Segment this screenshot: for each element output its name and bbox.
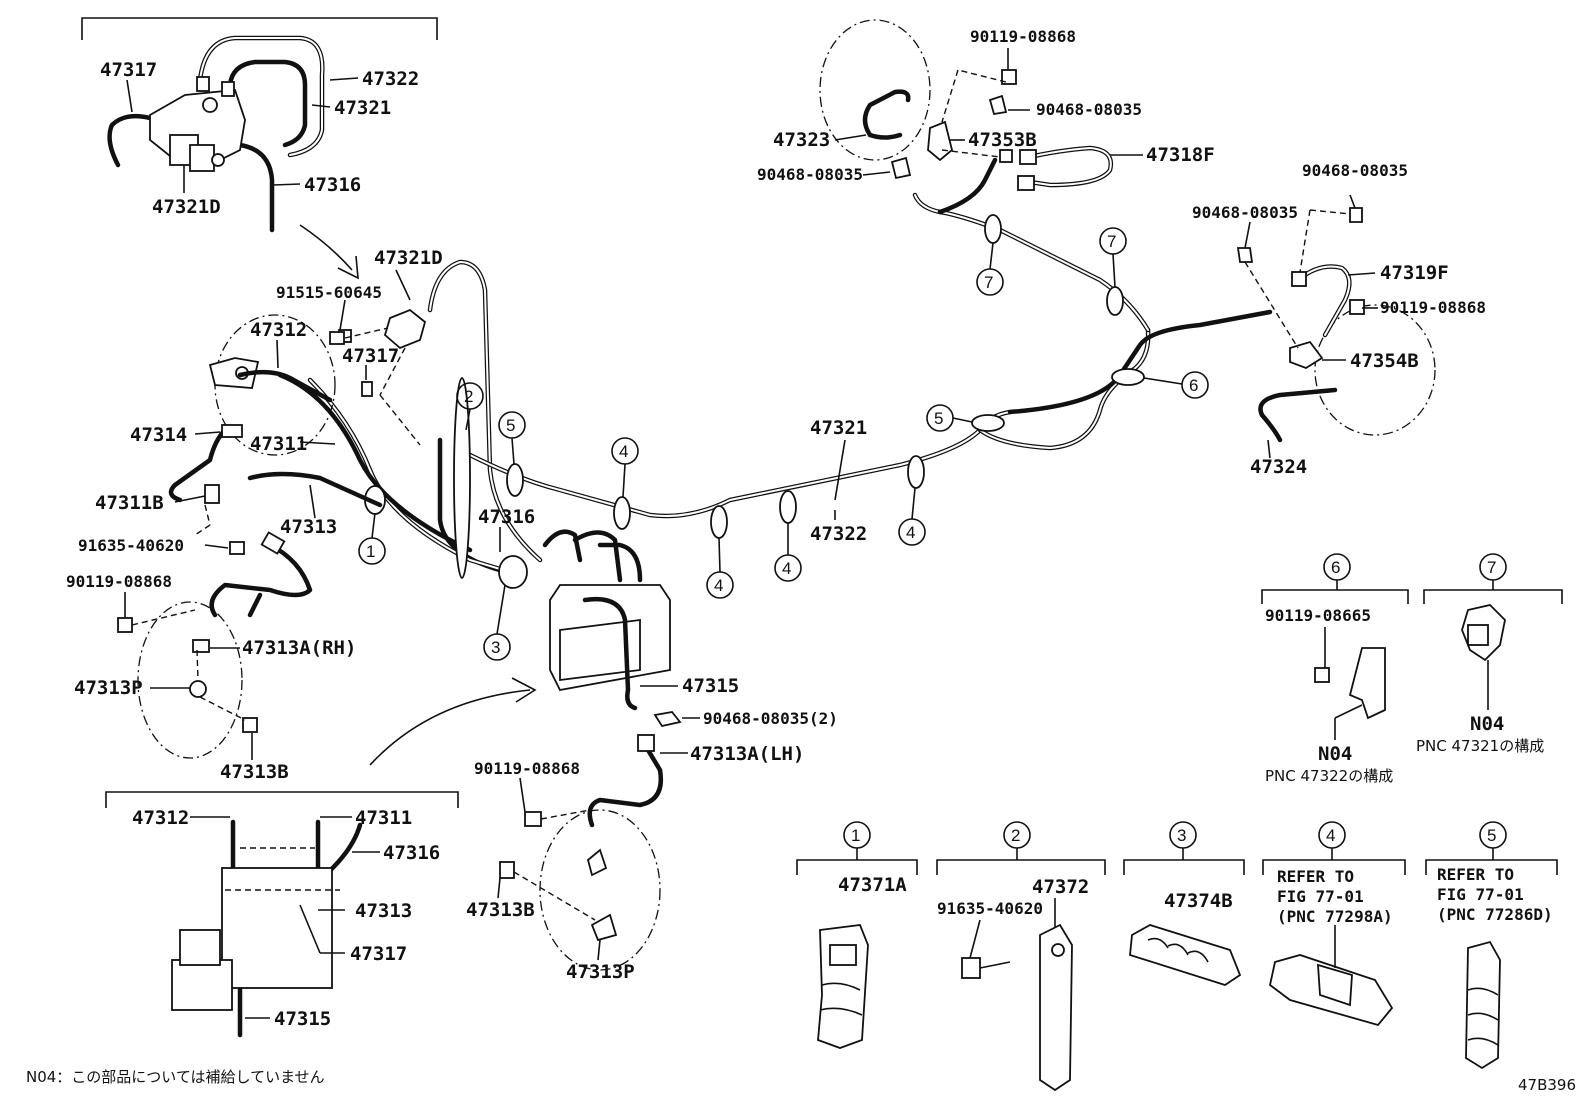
detail-label-47313: 47313 bbox=[355, 900, 412, 922]
rear-right-area: 90119-08868 90468-08035 47323 47353B 473… bbox=[757, 19, 1486, 478]
legend-5-line2: FIG 77-01 bbox=[1437, 885, 1524, 904]
label-91515-60645: 91515-60645 bbox=[276, 283, 382, 302]
circle-4b: 4 bbox=[714, 576, 723, 595]
label-90468-08035-d: 90468-08035 bbox=[1192, 203, 1298, 222]
label-47321-top: 47321 bbox=[334, 97, 391, 119]
figure-id: 47B396 bbox=[1518, 1076, 1576, 1094]
label-47313B-bottom: 47313B bbox=[466, 899, 535, 921]
label-47315: 47315 bbox=[682, 675, 739, 697]
label-90119-08868-left: 90119-08868 bbox=[66, 572, 172, 591]
circle-2: 2 bbox=[464, 387, 473, 406]
label-90468-08035-2: 90468-08035(2) bbox=[703, 709, 838, 728]
legend-5-line1: REFER TO bbox=[1437, 865, 1514, 884]
label-90468-08035-c: 90468-08035 bbox=[1302, 161, 1408, 180]
legend-4-line2: FIG 77-01 bbox=[1277, 887, 1364, 906]
legend-6-note: PNC 47322の構成 bbox=[1265, 767, 1393, 785]
front-left-area: 47321D 91515-60645 47312 47317 47314 473… bbox=[66, 247, 867, 783]
detail-label-47317: 47317 bbox=[350, 943, 407, 965]
label-47317: 47317 bbox=[342, 345, 399, 367]
legend-2-part: 47372 bbox=[1032, 876, 1089, 898]
detail-label-47311: 47311 bbox=[355, 807, 412, 829]
detail-top-left: 47317 47322 47321 47316 47321D bbox=[81, 17, 438, 280]
legend-6-number: 6 bbox=[1331, 558, 1340, 577]
label-47317-top: 47317 bbox=[100, 59, 157, 81]
legend-4: 4 REFER TO FIG 77-01 (PNC 77298A) bbox=[1262, 821, 1406, 1027]
label-47313P-bottom: 47313P bbox=[566, 961, 635, 983]
circle-5b: 5 bbox=[934, 409, 943, 428]
label-47322-top: 47322 bbox=[362, 68, 419, 90]
legend-4-line1: REFER TO bbox=[1277, 867, 1354, 886]
label-47353B: 47353B bbox=[968, 129, 1037, 151]
circle-3: 3 bbox=[491, 638, 500, 657]
legend-7-note: PNC 47321の構成 bbox=[1416, 737, 1544, 755]
label-47324: 47324 bbox=[1250, 456, 1307, 478]
legend-6: 6 90119-08665 N04 PNC 47322の構成 bbox=[1261, 553, 1409, 785]
label-47316-mid: 47316 bbox=[478, 506, 535, 528]
legend-2-bolt: 91635-40620 bbox=[937, 899, 1043, 918]
legend-3-part: 47374B bbox=[1164, 890, 1233, 912]
callout-circles: 1 2 3 4 4 4 4 5 5 6 7 7 bbox=[358, 227, 1209, 661]
detail-label-47316: 47316 bbox=[383, 842, 440, 864]
legend-5: 5 REFER TO FIG 77-01 (PNC 77286D) bbox=[1425, 821, 1558, 1070]
legend-4-line3: (PNC 77298A) bbox=[1277, 907, 1393, 926]
legend-5-number: 5 bbox=[1487, 826, 1496, 845]
label-47321D-top: 47321D bbox=[152, 196, 221, 218]
legend-2: 2 47372 91635-40620 bbox=[936, 821, 1106, 1092]
circle-7b: 7 bbox=[1107, 232, 1116, 251]
circle-5: 5 bbox=[506, 416, 515, 435]
label-47321D: 47321D bbox=[374, 247, 443, 269]
detail-bottom-left: 47312 47311 47316 47313 47317 47315 bbox=[105, 791, 459, 1038]
label-90468-08035-a: 90468-08035 bbox=[1036, 100, 1142, 119]
legend-5-line3: (PNC 77286D) bbox=[1437, 905, 1553, 924]
label-47321-mid: 47321 bbox=[810, 417, 867, 439]
label-90119-08868-right: 90119-08868 bbox=[1380, 298, 1486, 317]
label-47313B-left: 47313B bbox=[220, 761, 289, 783]
circle-6: 6 bbox=[1189, 376, 1198, 395]
label-47354B: 47354B bbox=[1350, 350, 1419, 372]
label-47314: 47314 bbox=[130, 424, 187, 446]
footnote: N04：この部品については補給していません bbox=[26, 1068, 325, 1086]
detail-label-47312: 47312 bbox=[132, 807, 189, 829]
legend-1-number: 1 bbox=[851, 826, 860, 845]
legend-7-number: 7 bbox=[1487, 558, 1496, 577]
label-47313A-LH: 47313A(LH) bbox=[690, 743, 804, 765]
legend-1-part: 47371A bbox=[838, 874, 907, 896]
circle-1: 1 bbox=[366, 542, 375, 561]
legend-3: 3 47374B bbox=[1123, 821, 1245, 986]
label-47322-mid: 47322 bbox=[810, 523, 867, 545]
label-90119-08868-topright: 90119-08868 bbox=[970, 27, 1076, 46]
detail-label-47315: 47315 bbox=[274, 1008, 331, 1030]
label-47323: 47323 bbox=[773, 129, 830, 151]
label-47313: 47313 bbox=[280, 516, 337, 538]
label-47312: 47312 bbox=[250, 319, 307, 341]
legend-6-code: N04 bbox=[1318, 743, 1352, 765]
circle-4d: 4 bbox=[906, 523, 915, 542]
circle-4a: 4 bbox=[619, 442, 628, 461]
label-91635-40620-left: 91635-40620 bbox=[78, 536, 184, 555]
label-47313A-RH: 47313A(RH) bbox=[242, 637, 356, 659]
legend-6-part: 90119-08665 bbox=[1265, 606, 1371, 625]
circle-7a: 7 bbox=[984, 273, 993, 292]
legend-4-number: 4 bbox=[1326, 826, 1335, 845]
label-47311B: 47311B bbox=[95, 492, 164, 514]
legend-1: 1 47371A bbox=[796, 821, 918, 1049]
legend-7-code: N04 bbox=[1470, 713, 1504, 735]
label-90468-08035-b: 90468-08035 bbox=[757, 165, 863, 184]
legend-7: 7 N04 PNC 47321の構成 bbox=[1416, 553, 1563, 755]
legend-2-number: 2 bbox=[1011, 826, 1020, 845]
label-90119-08868-bottom: 90119-08868 bbox=[474, 759, 580, 778]
rear-left-hose-area: 47313A(LH) 90119-08868 47313B 47313P bbox=[369, 677, 804, 983]
label-47316-top: 47316 bbox=[304, 174, 361, 196]
main-tube-bundle bbox=[277, 157, 1273, 711]
legend-3-number: 3 bbox=[1177, 826, 1186, 845]
circle-4c: 4 bbox=[782, 559, 791, 578]
label-47318F: 47318F bbox=[1146, 144, 1215, 166]
label-47311: 47311 bbox=[250, 433, 307, 455]
label-47319F: 47319F bbox=[1380, 262, 1449, 284]
label-47313P-left: 47313P bbox=[74, 677, 143, 699]
